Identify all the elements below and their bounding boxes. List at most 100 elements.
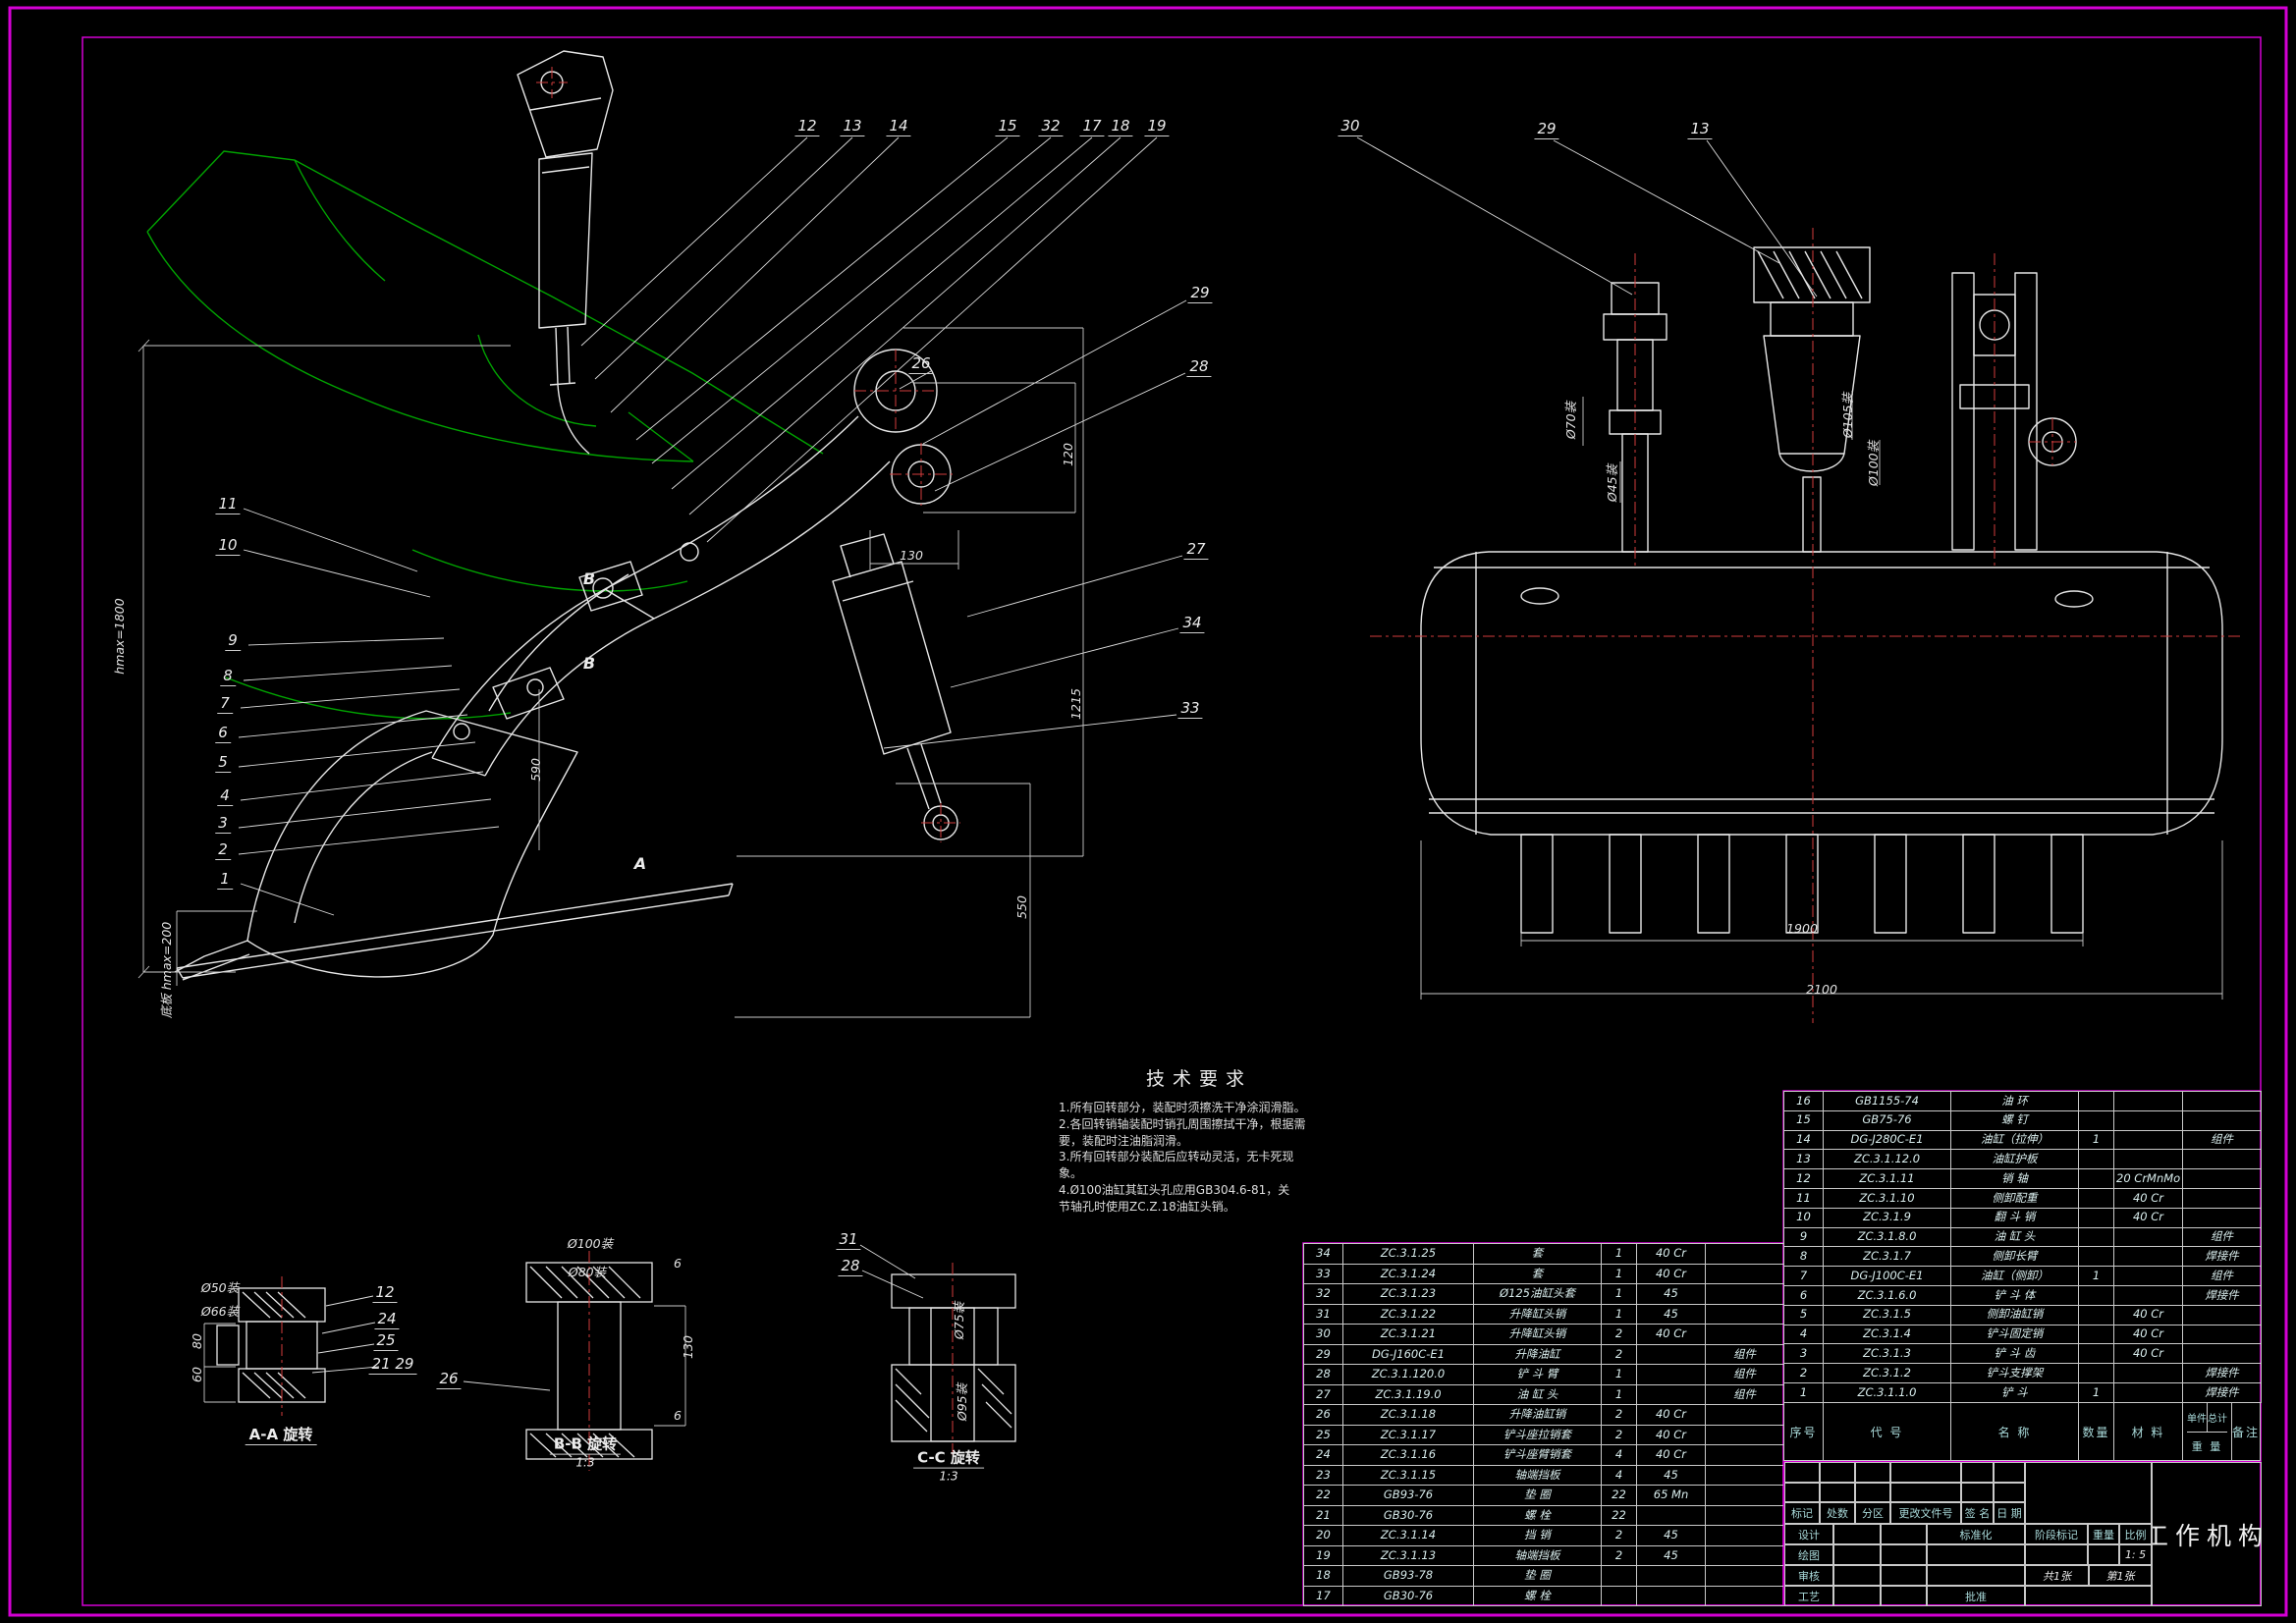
bom-cell-no: 29 [1303,1343,1343,1365]
bom-cell-code: GB30-76 [1342,1585,1474,1606]
bom-cell-material [1636,1585,1706,1606]
bom-cell-qty [2078,1109,2114,1131]
bom-cell-code: ZC.3.1.17 [1342,1424,1474,1445]
bom-cell-no: 31 [1303,1303,1343,1325]
technical-requirements: 技术要求 1.所有回转部分，装配时须擦洗干净涂润滑脂。2.各回转销轴装配时销孔周… [1059,1064,1339,1216]
bom-cell-code: ZC.3.1.120.0 [1342,1364,1474,1385]
bom-cell-qty [2078,1246,2114,1268]
bom-header-weight: 重 量 [2191,1439,2223,1453]
bom-cell-no: 12 [1783,1168,1824,1189]
bom-cell-code: ZC.3.1.18 [1342,1404,1474,1426]
bom-row: 30 ZC.3.1.21 升降缸头销 2 40 Cr [1303,1324,1784,1345]
signature-cell [1881,1544,1927,1565]
bom-cell-no: 22 [1303,1485,1343,1506]
bom-cell-qty: 4 [1601,1464,1637,1486]
revision-cell [1855,1462,1890,1483]
bom-cell-material: 40 Cr [1636,1404,1706,1426]
bom-cell-no: 1 [1783,1381,1824,1403]
bom-cell-no: 34 [1303,1243,1343,1265]
bom-cell-material [2113,1109,2183,1131]
bom-cell-material [2113,1266,2183,1286]
bom-cell-note [1705,1283,1784,1305]
front-view-centerlines [1370,228,2244,1023]
bom-cell-note [2182,1304,2262,1325]
bom-cell-code: ZC.3.1.3 [1823,1343,1951,1365]
bom-cell-name: 销 轴 [1950,1168,2079,1189]
bom-cell-code: ZC.3.1.23 [1342,1283,1474,1305]
bom-cell-name: 升降油缸 [1473,1343,1602,1365]
bom-header-note: 备注 [2232,1425,2260,1439]
bom-cell-code: ZC.3.1.24 [1342,1263,1474,1284]
bom-cell-qty: 2 [1601,1343,1637,1365]
bom-row: 8 ZC.3.1.7 侧卸长臂 焊接件 [1783,1246,2262,1268]
bom-cell-code: GB30-76 [1342,1504,1474,1526]
bom-cell-material [2113,1284,2183,1306]
revision-cell [1890,1483,1961,1502]
bom-cell-name: 油 环 [1950,1091,2079,1111]
bom-cell-name: 铲斗座臂销套 [1473,1444,1602,1466]
bom-cell-material: 45 [1636,1464,1706,1486]
bom-cell-no: 19 [1303,1544,1343,1566]
revision-cell [1994,1462,2025,1483]
revision-cell [1784,1462,1820,1483]
bom-cell-note [2182,1091,2262,1111]
bom-cell-material [2113,1129,2183,1151]
bom-cell-code: ZC.3.1.2 [1823,1363,1951,1383]
bom-cell-qty: 1 [1601,1283,1637,1305]
bom-row: 15 GB75-76 螺 钉 [1783,1109,2262,1131]
bom-row: 18 GB93-78 垫 圈 [1303,1565,1784,1587]
bom-cell-no: 11 [1783,1187,1824,1209]
bom-row: 11 ZC.3.1.10 侧卸配重 40 Cr [1783,1187,2262,1209]
bom-cell-material: 40 Cr [2113,1207,2183,1228]
bom-cell-material [2113,1381,2183,1403]
bom-cell-qty [2078,1187,2114,1209]
bom-cell-no: 6 [1783,1284,1824,1306]
bom-row: 12 ZC.3.1.11 销 轴 20 CrMnMo [1783,1168,2262,1189]
bom-cell-note: 组件 [1705,1364,1784,1385]
bom-cell-name: Ø125油缸头套 [1473,1283,1602,1305]
bom-cell-name: 轴端挡板 [1473,1544,1602,1566]
bom-cell-qty: 2 [1601,1424,1637,1445]
empty-cell [2088,1544,2119,1565]
bom-cell-name: 铲斗支撑架 [1950,1363,2079,1383]
bom-cell-no: 15 [1783,1109,1824,1131]
bom-cell-name: 升降缸头销 [1473,1324,1602,1345]
bom-cell-no: 18 [1303,1565,1343,1587]
bom-cell-note: 焊接件 [2182,1246,2262,1268]
title-block-approve: 批准 [1927,1586,2025,1606]
bom-cell-name: 铲 斗 体 [1950,1284,2079,1306]
bom-cell-qty: 1 [1601,1243,1637,1265]
bom-cell-material: 40 Cr [2113,1304,2183,1325]
title-block-date: 日 期 [1994,1502,2025,1524]
bom-cell-material: 40 Cr [2113,1187,2183,1209]
bom-cell-code: ZC.3.1.7 [1823,1246,1951,1268]
bom-cell-code: DG-J160C-E1 [1342,1343,1474,1365]
bom-row: 7 DG-J100C-E1 油缸（侧卸） 1 组件 [1783,1266,2262,1286]
bom-cell-material: 40 Cr [2113,1324,2183,1345]
bom-table-left: 34 ZC.3.1.25 套 1 40 Cr 33 ZC.3.1.24 套 1 … [1303,1243,1784,1606]
bom-cell-name: 油缸护板 [1950,1149,2079,1170]
title-block-weight: 重量 [2088,1524,2119,1544]
title-block-design: 设计 [1784,1524,1833,1544]
bom-cell-material [1636,1565,1706,1587]
revision-cell [1855,1483,1890,1502]
bom-cell-name: 轴端挡板 [1473,1464,1602,1486]
bom-row: 22 GB93-76 垫 圈 22 65 Mn [1303,1485,1784,1506]
bom-cell-qty: 1 [1601,1263,1637,1284]
bom-cell-material: 40 Cr [1636,1243,1706,1265]
bom-cell-no: 28 [1303,1364,1343,1385]
bom-cell-qty: 2 [1601,1525,1637,1546]
bom-cell-code: DG-J280C-E1 [1823,1129,1951,1151]
bom-cell-qty: 2 [1601,1324,1637,1345]
bom-cell-note [1705,1544,1784,1566]
bom-header-name: 名 称 [1951,1403,2079,1460]
bom-cell-qty [2078,1363,2114,1383]
bom-cell-no: 25 [1303,1424,1343,1445]
bom-cell-name: 螺 栓 [1473,1504,1602,1526]
title-block-mark: 标记 [1784,1502,1820,1524]
side-view-dimensions [137,327,1084,1018]
bom-cell-note [1705,1464,1784,1486]
title-block-sheets: 共1张 [2025,1565,2089,1586]
empty-cell [2025,1462,2152,1524]
bom-cell-code: ZC.3.1.4 [1823,1324,1951,1345]
